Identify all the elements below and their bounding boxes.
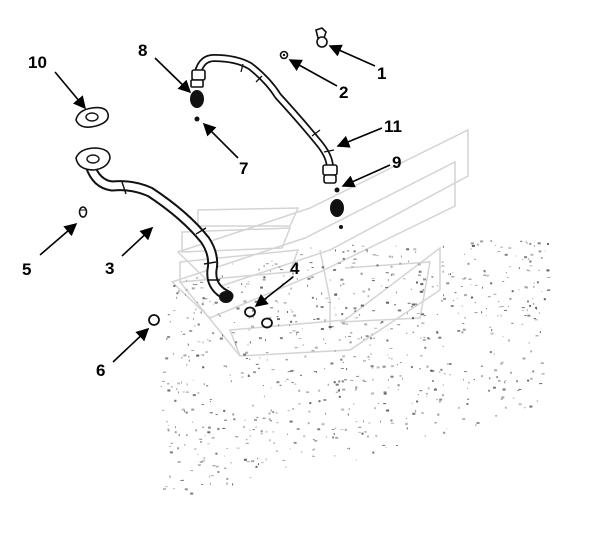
leader-1	[328, 44, 376, 67]
leader-4	[254, 276, 294, 307]
leader-5	[39, 222, 78, 256]
part-1-connector	[315, 27, 328, 48]
callout-11: 11	[384, 117, 402, 136]
leader-9	[341, 164, 391, 188]
callout-3: 3	[105, 259, 114, 278]
leader-10	[54, 71, 87, 110]
callout-9: 9	[392, 153, 401, 172]
callout-8: 8	[138, 41, 147, 60]
part-4-o-rings	[244, 306, 273, 329]
callout-1: 1	[377, 64, 386, 83]
part-9-fitting	[330, 187, 344, 229]
part-3-oil-tube	[75, 147, 234, 303]
part-11-upper-tube	[191, 54, 338, 184]
callout-7: 7	[239, 159, 248, 178]
engine-block-speckle-texture	[160, 240, 551, 495]
part-7-seal	[194, 116, 200, 122]
callout-4: 4	[290, 259, 300, 278]
part-2-nut	[279, 50, 289, 60]
leader-2	[288, 59, 338, 87]
leader-11	[336, 127, 383, 148]
leader-lines	[39, 44, 391, 363]
part-10-gasket	[75, 106, 110, 128]
leader-3	[121, 226, 154, 257]
leader-6	[112, 327, 150, 363]
engine-block-ghost-outline	[170, 128, 469, 357]
callout-6: 6	[96, 361, 105, 380]
leader-8	[154, 57, 192, 94]
leader-7	[202, 122, 239, 159]
callout-5: 5	[22, 260, 31, 279]
part-6-o-ring	[148, 314, 160, 326]
part-8-fitting	[190, 79, 204, 108]
callout-labels: 1 2 3 4 5 6 7 8 9 10 11	[22, 41, 402, 380]
callout-10: 10	[28, 53, 47, 72]
part-5-bolt	[78, 206, 88, 218]
callout-2: 2	[339, 83, 348, 102]
